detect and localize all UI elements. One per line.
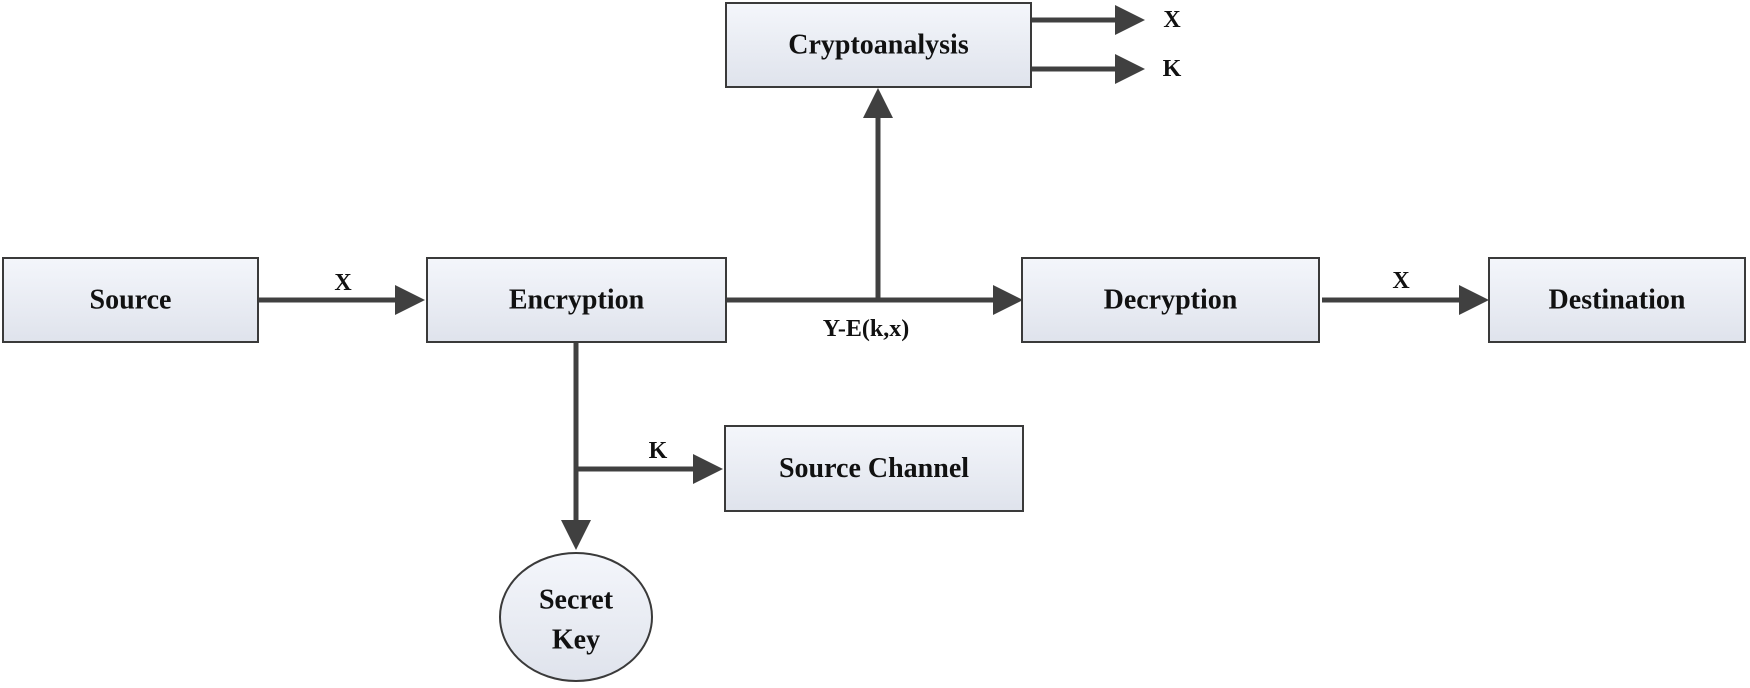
edge-label-ciphertext: Y-E(k,x) — [823, 316, 909, 342]
edge-label-source-to-encryption: X — [334, 270, 352, 296]
node-encryption: Encryption — [426, 257, 727, 343]
node-secret-key: Secret Key — [499, 552, 653, 682]
edge-label-cryptoanalysis-k: K — [1163, 56, 1182, 82]
edge-label-decryption-to-destination: X — [1392, 268, 1410, 294]
node-source-channel: Source Channel — [724, 425, 1024, 512]
node-cryptoanalysis-label: Cryptoanalysis — [788, 30, 969, 61]
node-decryption-label: Decryption — [1104, 285, 1238, 316]
node-destination-label: Destination — [1549, 285, 1686, 316]
node-cryptoanalysis: Cryptoanalysis — [725, 2, 1032, 88]
node-destination: Destination — [1488, 257, 1746, 343]
node-source-label: Source — [90, 285, 172, 316]
node-source-channel-label: Source Channel — [779, 453, 969, 484]
node-encryption-label: Encryption — [509, 285, 645, 316]
node-source: Source — [2, 257, 259, 343]
edge-label-cryptoanalysis-x: X — [1163, 7, 1181, 33]
edge-label-key-to-channel: K — [649, 438, 668, 464]
node-secret-key-label-line2: Key — [552, 625, 600, 656]
node-decryption: Decryption — [1021, 257, 1320, 343]
node-secret-key-label-line1: Secret — [539, 585, 614, 616]
